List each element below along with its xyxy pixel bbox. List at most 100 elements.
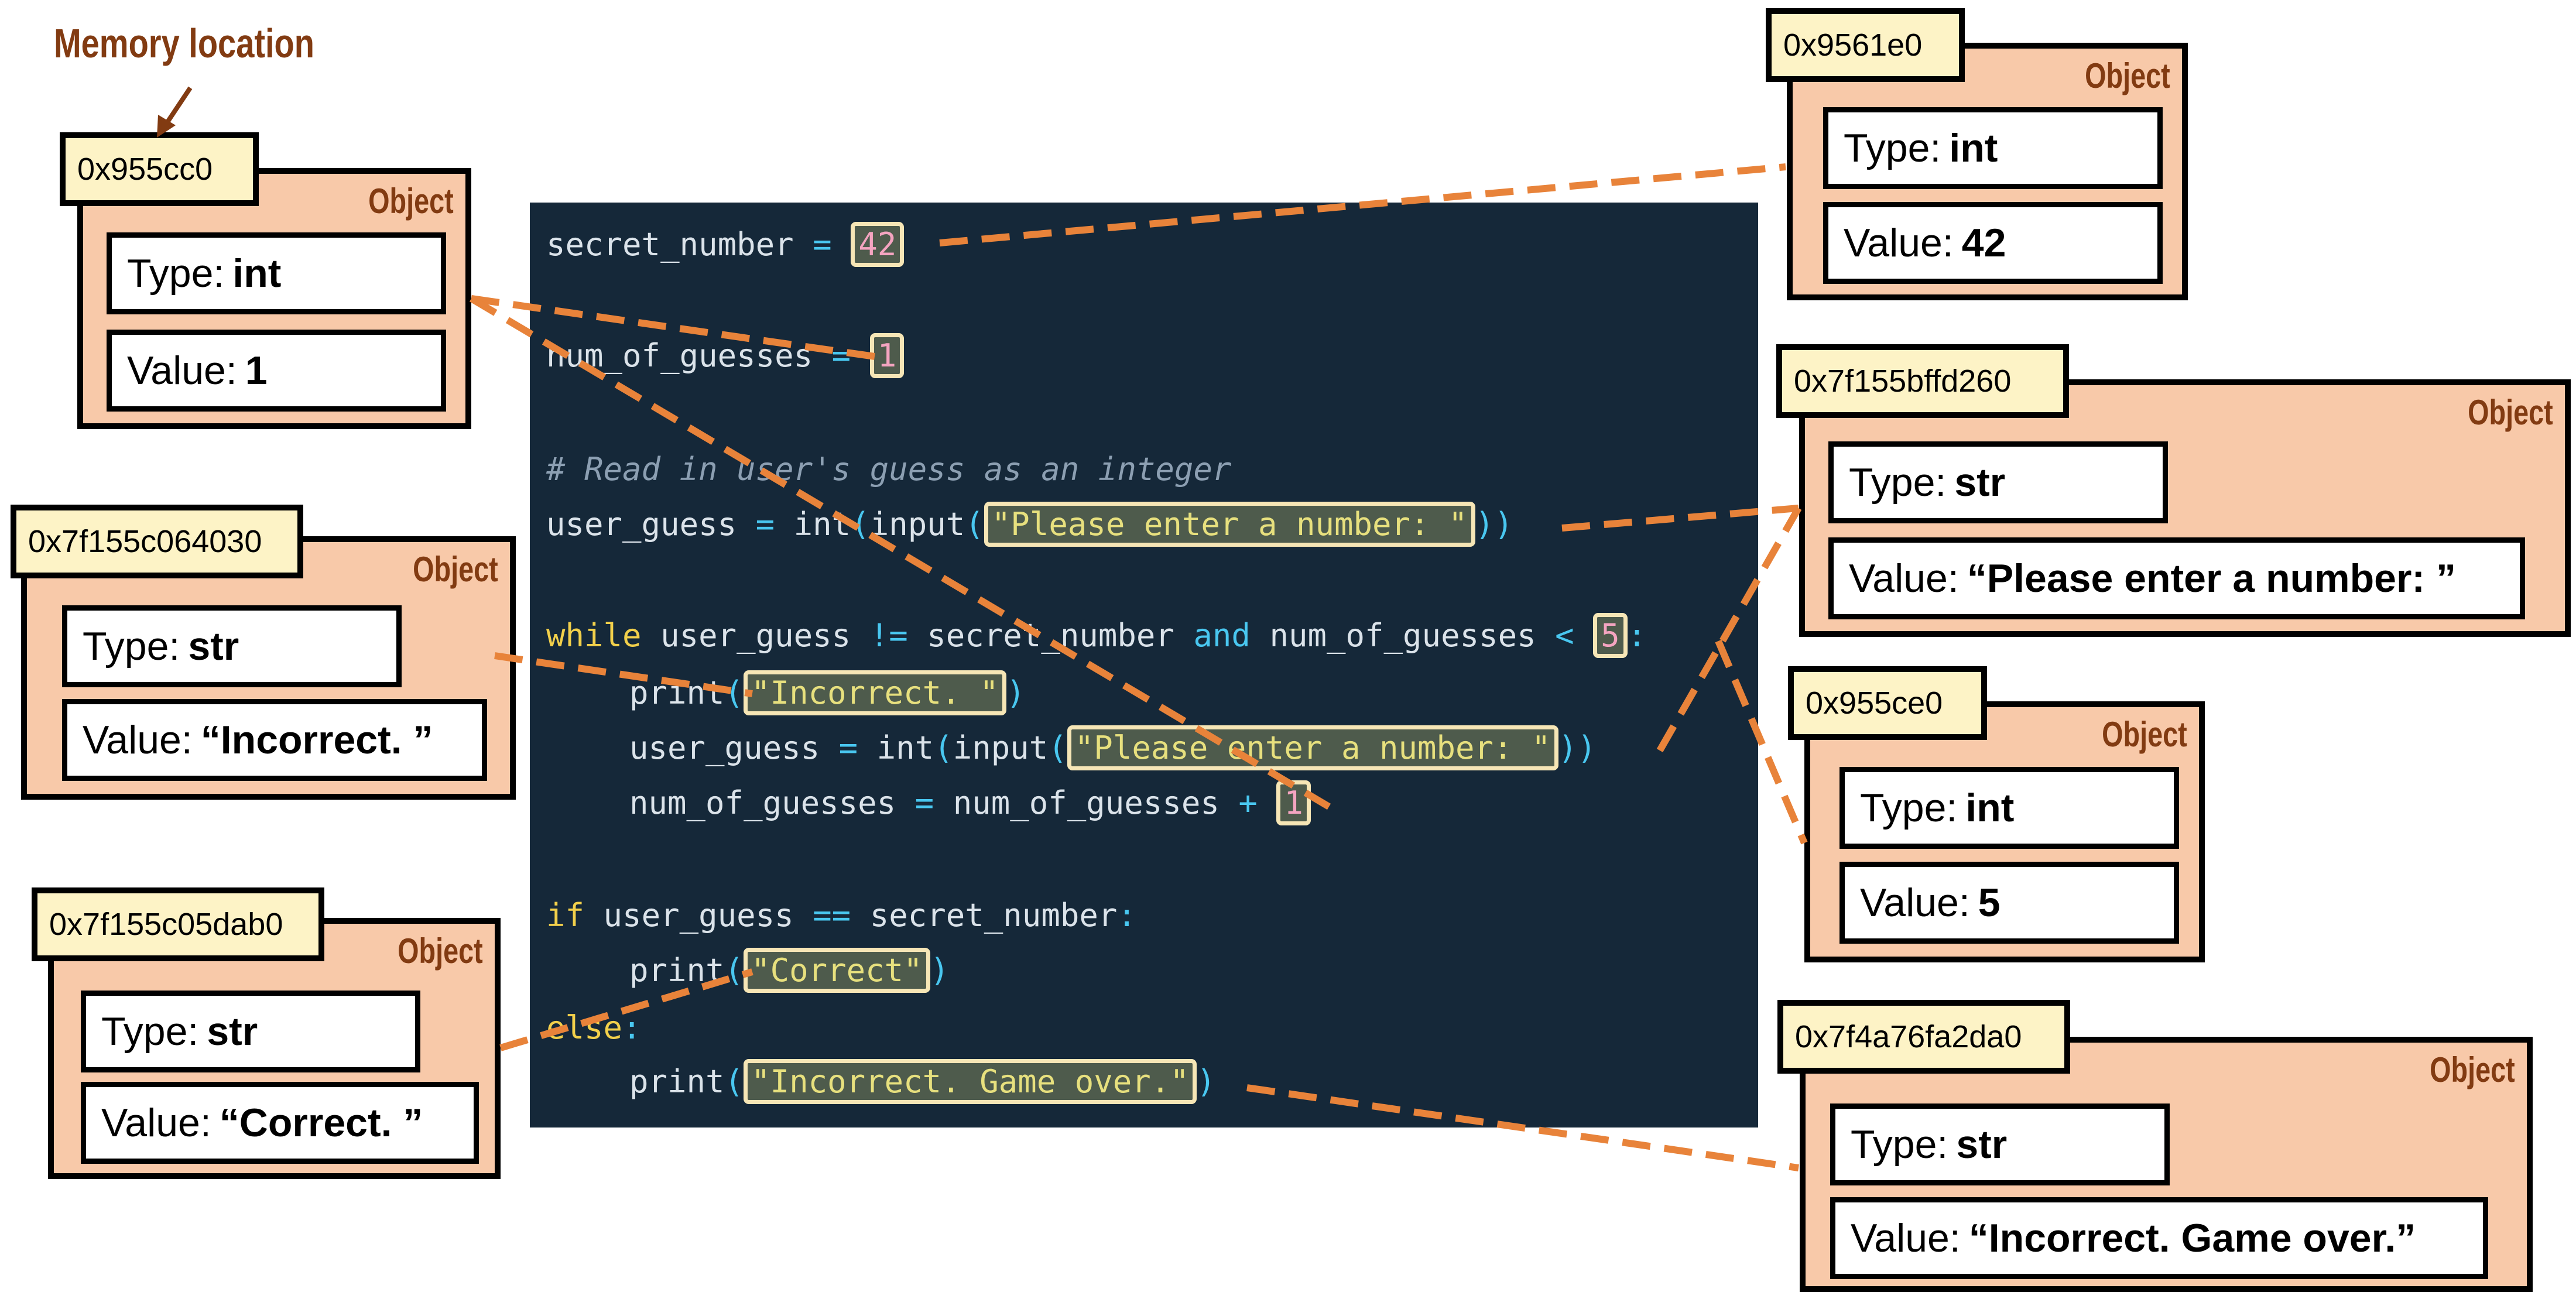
type-label: Type:	[1849, 460, 1947, 505]
code-line-3: # Read in user's guess as an integer	[546, 451, 1231, 488]
type-field: Type:str	[1828, 441, 2168, 523]
type-value: int	[1965, 786, 2015, 830]
code-line-7: user_guess = int(input("Please enter a n…	[629, 725, 1597, 770]
literal-correct: "Correct"	[744, 948, 930, 993]
value-field: Value:5	[1839, 862, 2179, 944]
code-line-4: user_guess = int(input("Please enter a n…	[546, 502, 1513, 547]
type-value: str	[1954, 460, 2006, 505]
value-field: Value:“Please enter a number: ”	[1828, 537, 2525, 619]
code-token: int	[876, 729, 934, 766]
code-line-8: num_of_guesses = num_of_guesses + 1	[629, 780, 1311, 825]
object-box: Object Type:int Value:5	[1804, 701, 2205, 962]
connector-5	[1715, 639, 1808, 845]
code-token: secret_number	[546, 226, 794, 263]
object-box: Object Type:str Value:“Incorrect. ”	[21, 536, 516, 800]
code-keyword: while	[546, 617, 642, 654]
connector-incorrect	[494, 652, 753, 697]
literal-1-increment: 1	[1276, 780, 1311, 825]
type-label: Type:	[101, 1009, 199, 1054]
object-title: Object	[2468, 393, 2553, 432]
code-line-1: secret_number = 42	[546, 222, 905, 267]
code-token: input	[953, 729, 1049, 766]
code-token: secret_number	[869, 897, 1118, 934]
code-token: user_guess	[629, 729, 820, 766]
literal-please-enter-2: "Please enter a number: "	[1067, 725, 1558, 770]
code-token: int	[793, 506, 851, 543]
literal-please-enter: "Please enter a number: "	[984, 502, 1475, 547]
type-field: Type:int	[107, 232, 446, 314]
value-field: Value:“Incorrect. Game over.”	[1830, 1197, 2488, 1279]
value-label: Value:	[1851, 1216, 1961, 1260]
connector-1	[471, 295, 888, 362]
connector-please-enter	[1561, 505, 1799, 532]
type-value: int	[232, 251, 282, 296]
code-token: input	[869, 506, 965, 543]
memory-address: 0x955ce0	[1788, 666, 1987, 740]
code-keyword: and	[1193, 617, 1251, 654]
code-token: =	[914, 784, 934, 821]
code-token: num_of_guesses	[953, 784, 1220, 821]
type-field: Type:str	[62, 605, 402, 687]
literal-1: 1	[869, 333, 905, 378]
code-token: num_of_guesses	[629, 784, 896, 821]
type-value: str	[1956, 1122, 2008, 1167]
connector-correct	[499, 968, 753, 1051]
type-field: Type:int	[1839, 767, 2179, 849]
value-field: Value:“Incorrect. ”	[62, 699, 487, 781]
object-title: Object	[2085, 56, 2170, 95]
value-value: 42	[1961, 221, 2006, 265]
type-label: Type:	[1851, 1122, 1948, 1167]
code-comment: # Read in user's guess as an integer	[546, 451, 1232, 488]
value-label: Value:	[1860, 880, 1970, 925]
code-token: :	[622, 1009, 642, 1046]
code-panel: secret_number = 42 num_of_guesses = 1 # …	[530, 203, 1758, 1127]
code-token: print	[629, 1063, 725, 1100]
value-value: “Please enter a number: ”	[1967, 556, 2456, 601]
code-line-12: print("Incorrect. Game over.")	[629, 1059, 1215, 1104]
value-value: “Incorrect. ”	[200, 718, 433, 762]
memory-location-label: Memory location	[54, 20, 314, 66]
type-label: Type:	[83, 624, 180, 669]
object-title: Object	[2430, 1050, 2515, 1089]
memory-location-arrow	[157, 86, 193, 138]
value-field: Value:1	[107, 330, 446, 412]
object-title: Object	[413, 550, 498, 589]
value-field: Value:“Correct. ”	[81, 1082, 479, 1164]
value-field: Value:42	[1823, 202, 2163, 284]
type-field: Type:str	[1830, 1103, 2170, 1185]
memory-address: 0x7f4a76fa2da0	[1777, 1000, 2070, 1074]
connector-1-increment	[469, 295, 1331, 810]
code-token: secret_number	[927, 617, 1174, 654]
code-token: +	[1238, 784, 1258, 821]
connector-please-enter-2	[1656, 506, 1802, 752]
code-token: <	[1555, 617, 1574, 654]
literal-incorrect: "Incorrect. "	[744, 670, 1006, 715]
memory-address: 0x9561e0	[1766, 8, 1965, 82]
object-box: Object Type:int Value:1	[77, 168, 471, 429]
memory-address: 0x7f155c05dab0	[32, 887, 324, 961]
type-label: Type:	[1860, 786, 1958, 830]
type-value: str	[188, 624, 239, 669]
code-token: :	[1117, 897, 1136, 934]
code-token: =	[813, 226, 832, 263]
value-label: Value:	[101, 1101, 211, 1145]
object-box: Object Type:str Value:“Incorrect. Game o…	[1800, 1037, 2533, 1292]
code-token: num_of_guesses	[1269, 617, 1536, 654]
type-field: Type:int	[1823, 107, 2163, 189]
value-value: 1	[245, 348, 268, 393]
value-value: “Incorrect. Game over.”	[1968, 1216, 2416, 1260]
object-box: Object Type:int Value:42	[1787, 43, 2188, 300]
object-box: Object Type:str Value:“Correct. ”	[48, 918, 501, 1179]
literal-42: 42	[851, 222, 905, 267]
value-label: Value:	[1844, 221, 1954, 265]
object-title: Object	[2102, 715, 2187, 754]
object-box: Object Type:str Value:“Please enter a nu…	[1799, 379, 2571, 637]
type-label: Type:	[127, 251, 225, 296]
type-value: int	[1949, 126, 1998, 170]
value-value: “Correct. ”	[219, 1101, 423, 1145]
literal-game-over: "Incorrect. Game over."	[744, 1059, 1197, 1104]
object-title: Object	[398, 931, 483, 971]
code-line-10: print("Correct")	[629, 948, 949, 993]
